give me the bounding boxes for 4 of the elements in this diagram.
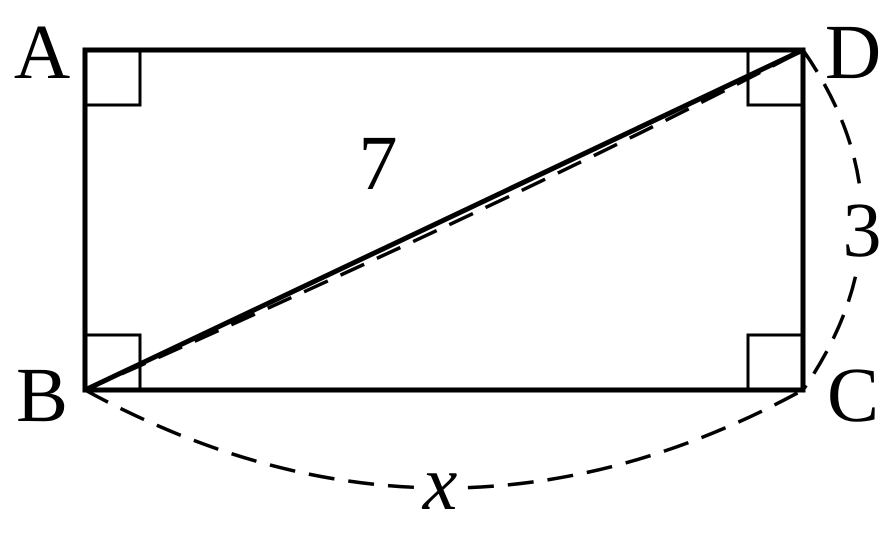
vertex-label: A <box>14 13 70 91</box>
vertex-label: D <box>824 13 882 91</box>
vertex-label: C <box>826 356 880 434</box>
vertex-label: B <box>16 356 68 434</box>
